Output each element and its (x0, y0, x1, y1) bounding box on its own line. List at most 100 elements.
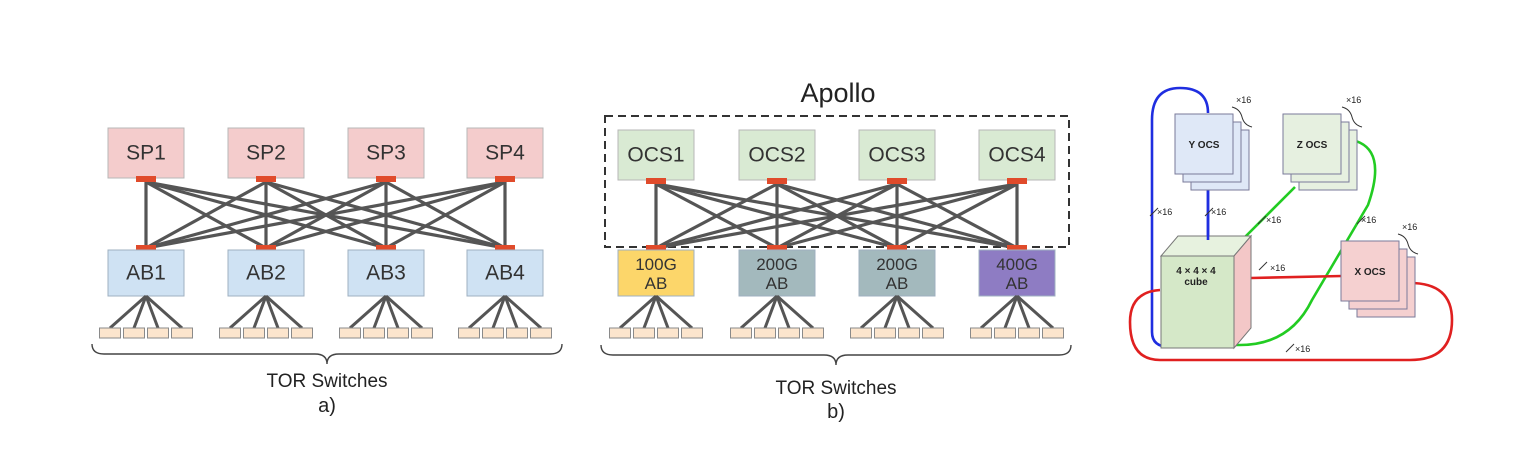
tor-switch (411, 327, 433, 339)
port-marker (887, 178, 907, 184)
port-marker (136, 245, 156, 251)
x-link-multiplier: ×16 (1270, 263, 1285, 273)
panel-b-ab-sublabel: AB (766, 274, 789, 293)
panel-a-link (385, 180, 506, 250)
panel-b-top-label: OCS3 (868, 144, 925, 167)
tor-switch (363, 327, 385, 339)
tor-uplink (132, 295, 148, 329)
tor-switch (633, 327, 655, 339)
tor-uplink (740, 294, 778, 330)
port-marker (376, 245, 396, 251)
tor-uplink (980, 294, 1018, 330)
port-marker (887, 245, 907, 251)
tor-uplink (1015, 295, 1031, 329)
panel-a-link (145, 180, 267, 250)
tor-uplink (654, 295, 670, 329)
panel-b-top-box (617, 129, 695, 181)
tor-uplink (252, 295, 268, 329)
panel-b-ab-label: 200G (756, 255, 798, 274)
panel-a-ab-label: AB1 (126, 262, 166, 285)
tor-switch (267, 327, 289, 339)
tor-uplink (264, 295, 280, 329)
tor-uplink (491, 295, 507, 329)
tor-switch (922, 327, 944, 339)
tor-switch (99, 327, 121, 339)
port-marker (495, 245, 515, 251)
tor-switch (482, 327, 504, 339)
panel-b-top-label: OCS2 (748, 144, 805, 167)
panel-b-top-box (858, 129, 936, 181)
tor-uplink (504, 294, 542, 330)
port-marker (1007, 178, 1027, 184)
port-marker (376, 176, 396, 182)
tor-uplink (895, 295, 911, 329)
tor-switch (530, 327, 552, 339)
tor-uplink (145, 294, 183, 330)
tor-switch (147, 327, 169, 339)
cube-sublabel: cube (1184, 277, 1208, 288)
tor-uplink (619, 294, 657, 330)
panel-b-ab-sublabel: AB (1006, 274, 1029, 293)
panel-b-ab-label: 100G (635, 255, 677, 274)
tor-brace (600, 344, 1072, 366)
x-loop-multiplier: ×16 (1295, 344, 1310, 354)
tor-switch (339, 327, 361, 339)
panel-a-ab-label: AB2 (246, 262, 286, 285)
x-loop-tick (1285, 343, 1295, 353)
tor-switch (802, 327, 824, 339)
panel-b-ab-box (617, 249, 695, 297)
port-marker (495, 176, 515, 182)
tor-uplink (763, 295, 779, 329)
x-link-tick (1258, 261, 1268, 271)
port-marker (1007, 245, 1027, 251)
panel-b-link (655, 182, 898, 250)
tor-uplink (655, 294, 693, 330)
cube-label: 4 × 4 × 4 (1176, 266, 1216, 277)
panel-b-ab-box (858, 249, 936, 297)
tor-switch (291, 327, 313, 339)
panel-a-ab-label: AB3 (366, 262, 406, 285)
tor-brace (91, 343, 563, 365)
tor-uplink (372, 295, 388, 329)
panel-a-ab-box (466, 249, 544, 297)
tor-uplink (349, 294, 387, 330)
tor-switch (874, 327, 896, 339)
tor-switch (219, 327, 241, 339)
tor-switch (387, 327, 409, 339)
z-link-tick (1257, 215, 1267, 225)
tor-switch (970, 327, 992, 339)
port-marker (646, 245, 666, 251)
panel-b-ab-label: 200G (876, 255, 918, 274)
x-wire-loop (1128, 281, 1454, 362)
tor-switch (850, 327, 872, 339)
tor-uplink (642, 295, 658, 329)
tor-uplink (144, 295, 160, 329)
panel-a-link (145, 180, 506, 250)
x-wire-link (1250, 274, 1343, 280)
tor-switch (730, 327, 752, 339)
tor-switch (681, 327, 703, 339)
tor-switch (754, 327, 776, 339)
z-ocs-label: Z OCS (1297, 140, 1328, 151)
z-loop-multiplier: ×16 (1361, 215, 1376, 225)
tor-switch (458, 327, 480, 339)
z-ocs-layer (1282, 113, 1342, 175)
panel-b-link (896, 182, 1018, 250)
tor-uplink (229, 294, 267, 330)
y-ocs-multiplier: ×16 (1236, 95, 1251, 105)
z-ocs-multiplier: ×16 (1346, 95, 1361, 105)
panel-a-top-label: SP4 (485, 142, 525, 165)
tor-switch (609, 327, 631, 339)
x-ocs-layer (1340, 240, 1400, 302)
z-ocs-stack-brace (1341, 106, 1363, 128)
tor-switch (898, 327, 920, 339)
panel-b-ab-label: 400G (996, 255, 1038, 274)
tor-switch (994, 327, 1016, 339)
tor-uplink (883, 295, 899, 329)
tor-uplink (776, 294, 814, 330)
panel-a-ab-box (227, 249, 305, 297)
y-link-multiplier: ×16 (1211, 207, 1226, 217)
y-ocs-label: Y OCS (1189, 140, 1220, 151)
